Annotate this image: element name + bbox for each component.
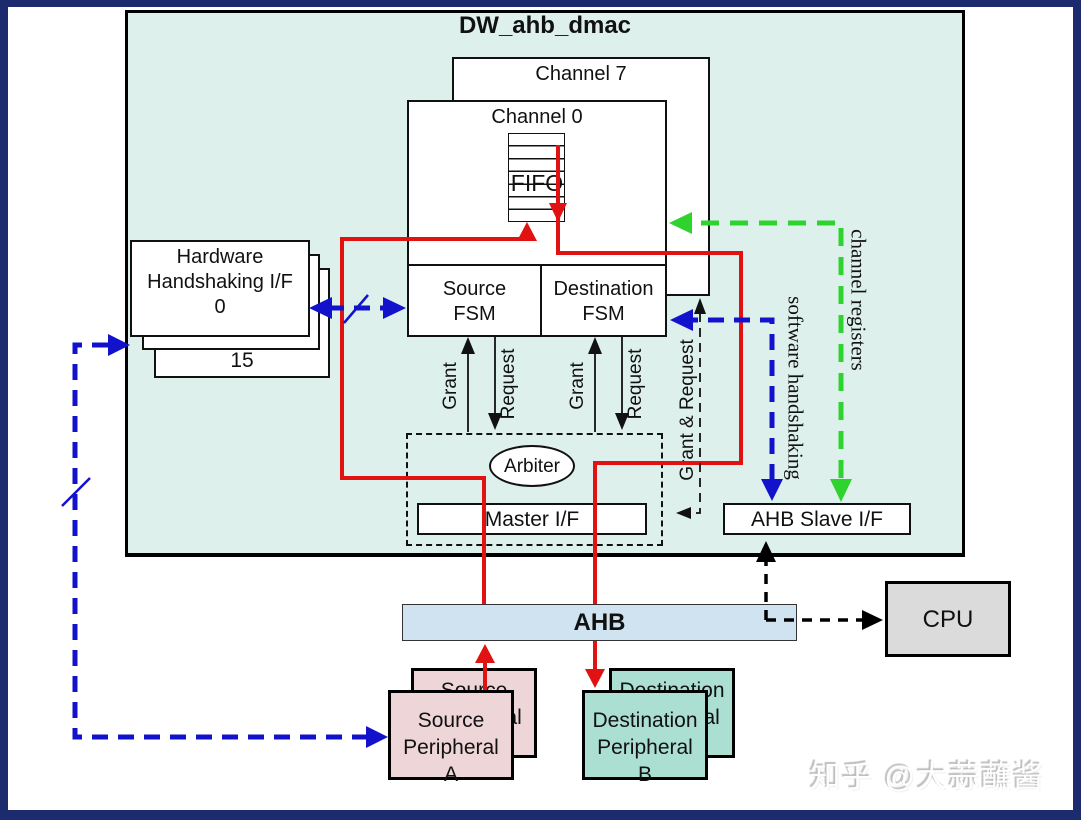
source-peripheral-line2: Peripheral [403, 736, 499, 759]
hw-handshaking-line2: Handshaking I/F [147, 271, 293, 293]
hw-handshaking-line1: Hardware [176, 246, 264, 268]
request-label-destination: Request [625, 348, 646, 420]
destination-fsm-line2: FSM [582, 303, 625, 325]
channel0-label: Channel 0 [491, 106, 583, 128]
hw-handshaking-15-label: 15 [230, 349, 254, 372]
source-fsm-box: Source FSM [409, 264, 540, 335]
request-label-source: Request [498, 348, 519, 420]
cpu-box: CPU [885, 581, 1011, 657]
hw-handshaking-box-0: Hardware Handshaking I/F 0 [130, 240, 310, 337]
source-peripheral-line3: A [443, 763, 458, 786]
fifo-label: FIFO [510, 170, 564, 196]
watermark: 知乎 @大蒜蘸酱 [810, 761, 1045, 794]
channel7-label: Channel 7 [535, 63, 627, 85]
dmac-title: DW_ahb_dmac [458, 12, 632, 39]
software-handshaking-label: software handshaking [783, 296, 808, 480]
hw-handshaking-line3: 0 [214, 296, 226, 318]
source-peripheral-a-box: Source Peripheral A [388, 690, 514, 786]
destination-fsm-box: Destination FSM [542, 264, 665, 335]
destination-peripheral-line2: Peripheral [597, 736, 693, 759]
channel0-fsm-divider [409, 264, 665, 266]
grant-label-destination: Grant [567, 362, 588, 410]
fsm-vertical-divider [540, 264, 542, 335]
ahb-bus-bar: AHB [402, 604, 797, 641]
channel-registers-label: channel registers [846, 229, 871, 371]
destination-peripheral-line1: Destination [592, 709, 698, 732]
grant-and-request-label: Grant & Request [677, 339, 698, 481]
arbiter-ellipse: Arbiter [489, 445, 575, 487]
grant-label-source: Grant [440, 362, 461, 410]
master-interface-box: Master I/F [417, 503, 647, 535]
destination-peripheral-b-box: Destination Peripheral B [582, 690, 708, 786]
destination-fsm-line1: Destination [553, 278, 654, 300]
ahb-slave-interface-box: AHB Slave I/F [723, 503, 911, 535]
source-fsm-line1: Source [442, 278, 507, 300]
destination-peripheral-line3: B [637, 763, 652, 786]
source-fsm-line2: FSM [453, 303, 496, 325]
source-peripheral-line1: Source [417, 709, 485, 732]
